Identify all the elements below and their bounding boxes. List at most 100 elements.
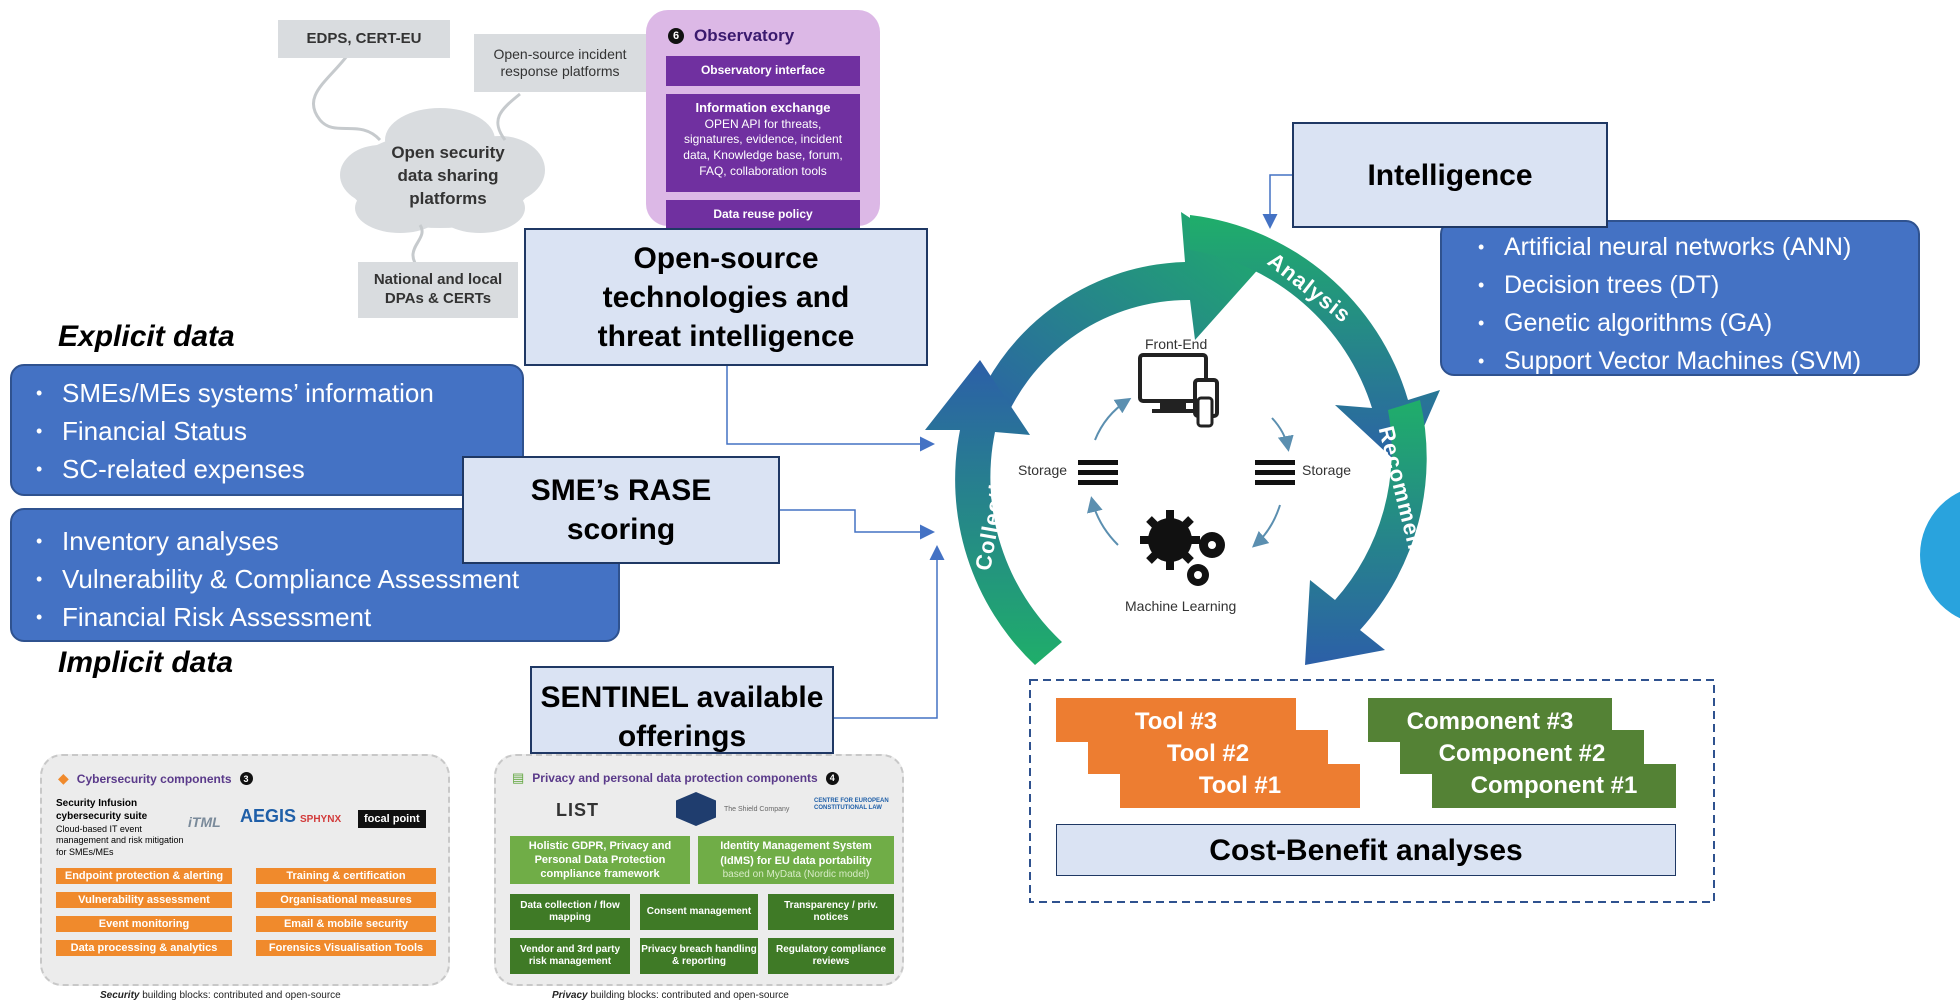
storage-left-icon <box>1078 460 1118 485</box>
intelligence-title-box: Intelligence <box>1292 122 1608 228</box>
source-edps: EDPS, CERT-EU <box>278 20 450 58</box>
idms-title: Identity Management System (IdMS) for EU… <box>720 840 872 867</box>
connector-intelligence <box>1262 174 1292 229</box>
privacy-caption-bold: Privacy <box>552 990 588 1001</box>
observatory-header: 6 Observatory <box>668 26 794 46</box>
tool-1: Tool #1 <box>1120 764 1360 808</box>
connector-rase <box>780 509 935 540</box>
cycle-arrow-analysis <box>1190 215 1440 470</box>
privacy-grid-cell: Regulatory compliance reviews <box>768 938 894 974</box>
observatory-info-body: OPEN API for threats, signatures, eviden… <box>683 116 843 178</box>
idms-block: Identity Management System (IdMS) for EU… <box>698 836 894 884</box>
idms-sub: based on MyData (Nordic model) <box>722 868 870 880</box>
intelligence-list: Artificial neural networks (ANN) Decisio… <box>1440 220 1920 380</box>
implicit-item: Inventory analyses <box>36 522 618 560</box>
inner-arrow-3 <box>1252 504 1281 548</box>
machine-learning-label: Machine Learning <box>1125 598 1237 614</box>
security-panel-title: Cybersecurity components <box>76 771 232 786</box>
privacy-panel-number: 4 <box>825 771 839 785</box>
explicit-item: Financial Status <box>36 412 522 450</box>
front-end-label: Front-End <box>1145 336 1208 352</box>
cloud-label: Open security data sharing platforms <box>391 143 505 208</box>
implicit-item: Vulnerability & Compliance Assessment <box>36 560 618 598</box>
inner-arrow-4 <box>1087 496 1119 546</box>
privacy-grid-cell: Transparency / priv. notices <box>768 894 894 930</box>
source-dpas: National and local DPAs & CERTs <box>358 262 518 318</box>
intelligence-item: Genetic algorithms (GA) <box>1478 304 1918 342</box>
storage-right-label: Storage <box>1302 462 1352 478</box>
implicit-data-label: Implicit data <box>58 646 234 679</box>
security-caption-bold: Security <box>100 990 140 1001</box>
logo-focal-point: focal point <box>358 810 426 828</box>
connector-open-source <box>726 366 935 452</box>
cloud-connector-edps <box>312 51 382 142</box>
observatory-panel: 6 Observatory Observatory interface Info… <box>646 10 880 230</box>
logo-aegis: AEGIS <box>240 806 297 826</box>
connector-sentinel <box>834 545 945 719</box>
security-right-item: Forensics Visualisation Tools <box>256 940 436 956</box>
implicit-data-list: Inventory analyses Vulnerability & Compl… <box>10 508 620 642</box>
observatory-title: Observatory <box>694 26 795 45</box>
logo-sphynx: SPHYNX <box>300 814 342 825</box>
privacy-grid-cell: Data collection / flow mapping <box>510 894 630 930</box>
gear-teeth <box>1140 510 1200 570</box>
privacy-caption: Privacy building blocks: contributed and… <box>552 990 789 1001</box>
privacy-grid-cell: Consent management <box>640 894 758 930</box>
logo-shield-company: The Shield Company <box>724 806 790 813</box>
intelligence-item: Artificial neural networks (ANN) <box>1478 228 1918 266</box>
edge-decor-circle <box>1920 491 1960 619</box>
inner-arrow-2 <box>1271 417 1294 452</box>
inner-arrow-1 <box>1094 397 1132 441</box>
security-left-item: Vulnerability assessment <box>56 892 232 908</box>
security-panel-number: 3 <box>239 772 253 785</box>
privacy-panel-title: Privacy and personal data protection com… <box>532 771 818 785</box>
security-caption-rest: building blocks: contributed and open-so… <box>139 990 341 1001</box>
observatory-interface: Observatory interface <box>666 56 860 86</box>
shield-icon: ◆ <box>58 770 69 786</box>
implicit-item: Financial Risk Assessment <box>36 598 618 636</box>
cloud-shape <box>340 108 545 233</box>
logo-itml: iTML <box>188 814 221 830</box>
observatory-info-exchange: Information exchange OPEN API for threat… <box>666 94 860 192</box>
explicit-data-label: Explicit data <box>58 320 235 353</box>
privacy-caption-rest: building blocks: contributed and open-so… <box>587 990 789 1001</box>
explicit-item: SMEs/MEs systems’ information <box>36 374 522 412</box>
storage-left-label: Storage <box>1018 462 1068 478</box>
rase-scoring-box: SME’s RASE scoring <box>462 456 780 564</box>
intelligence-item: Decision trees (DT) <box>1478 266 1918 304</box>
cycle-arrow-recommendation <box>1305 400 1427 665</box>
storage-right-icon <box>1255 460 1295 485</box>
security-left-item: Data processing & analytics <box>56 940 232 956</box>
intelligence-item: Support Vector Machines (SVM) <box>1478 342 1918 380</box>
privacy-panel: ▤ Privacy and personal data protection c… <box>494 754 904 986</box>
privacy-grid-cell: Vendor and 3rd party risk management <box>510 938 630 974</box>
explicit-data-list: SMEs/MEs systems’ information Financial … <box>10 364 524 496</box>
gdpr-framework: Holistic GDPR, Privacy and Personal Data… <box>510 836 690 884</box>
security-left-item: Endpoint protection & alerting <box>56 868 232 884</box>
explicit-item: SC-related expenses <box>36 450 522 488</box>
privacy-grid-cell: Privacy breach handling & reporting <box>640 938 758 974</box>
security-panel: ◆ Cybersecurity components 3 Security In… <box>40 754 450 986</box>
security-left-item: Event monitoring <box>56 916 232 932</box>
cycle-arrow-storage <box>968 212 1262 425</box>
sentinel-offerings-box: SENTINEL available offerings <box>530 666 834 754</box>
document-icon: ▤ <box>512 770 525 785</box>
cube-logo-icon <box>676 792 716 826</box>
observatory-info-title: Information exchange <box>695 100 831 115</box>
security-panel-header: ◆ Cybersecurity components 3 <box>58 770 253 787</box>
security-right-item: Training & certification <box>256 868 436 884</box>
cloud-connector-incident <box>496 92 521 141</box>
cost-benefit-box: Cost-Benefit analyses <box>1056 824 1676 876</box>
component-1: Component #1 <box>1432 764 1676 808</box>
security-right-item: Email & mobile security <box>256 916 436 932</box>
logo-list: LIST <box>556 800 599 820</box>
security-caption: Security building blocks: contributed an… <box>100 990 341 1001</box>
privacy-panel-header: ▤ Privacy and personal data protection c… <box>512 770 839 786</box>
cost-benefit-container <box>1029 679 1715 903</box>
cycle-arrow-collection <box>925 360 1062 665</box>
front-end-devices-icon <box>1138 353 1219 428</box>
observatory-reuse-policy: Data reuse policy <box>666 200 860 230</box>
security-suite-title: Security Infusion cybersecurity suite <box>56 798 148 822</box>
open-source-technologies-box: Open-source technologies and threat inte… <box>524 228 928 366</box>
